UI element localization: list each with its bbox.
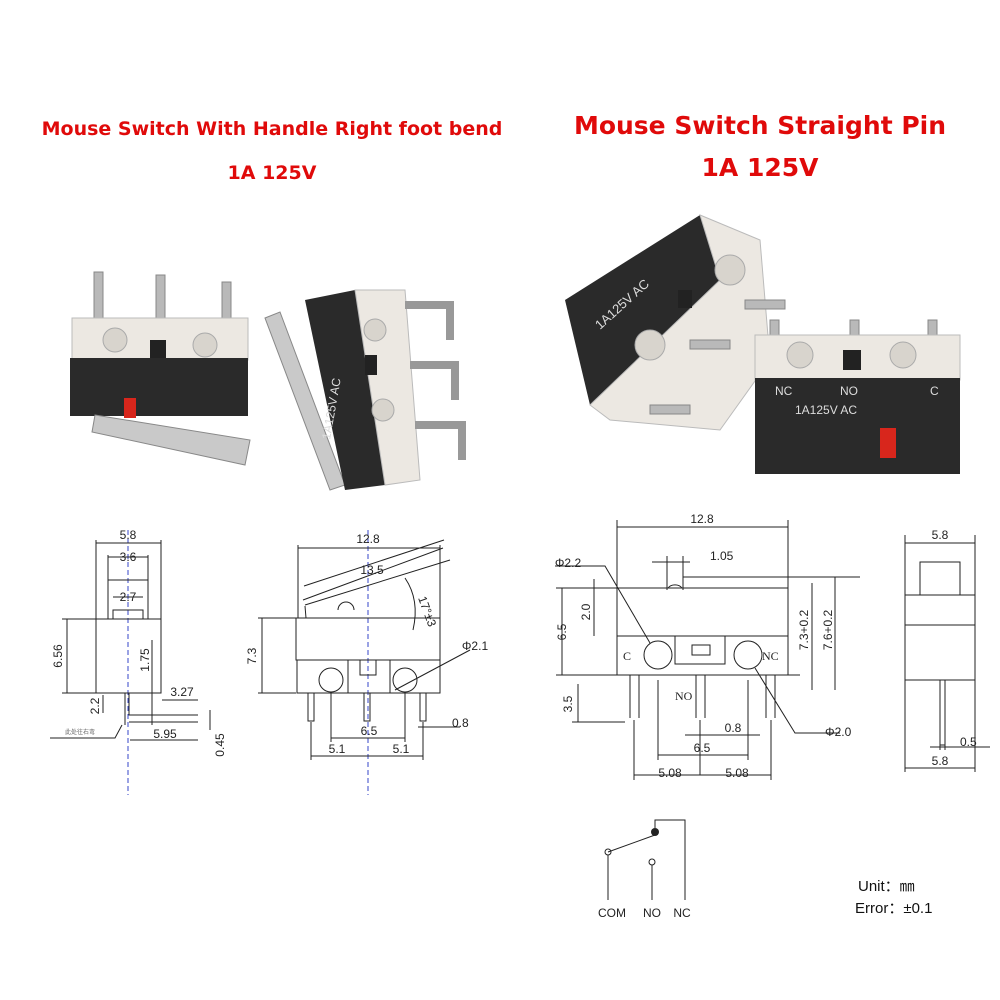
dim-actuator-width: 2.7 xyxy=(120,590,137,604)
dim-width: 5.8 xyxy=(120,528,137,542)
label-c: C xyxy=(623,649,631,663)
dim-pin-width: 0.8 xyxy=(452,716,469,730)
photo-lever-switch-angled: 1A125V AC xyxy=(264,289,466,491)
schematic-no: NO xyxy=(643,906,661,920)
dim-pin-height: 2.2 xyxy=(88,697,102,714)
dim-hole-pitch: 6.5 xyxy=(361,724,378,738)
dim-offset: 1.75 xyxy=(138,648,152,672)
dim-bottom-width: 5.8 xyxy=(932,754,949,768)
dim-pin-length: 3.5 xyxy=(561,695,575,712)
dim-hole-pitch: 6.5 xyxy=(694,741,711,755)
drawing-note: 此处往右弯 xyxy=(65,728,95,736)
dim-button-width: 3.6 xyxy=(120,550,137,564)
drawing-handle-front: 12.8 13.5 17°±3 7.3 Φ2.1 6.5 5.1 5.1 0.8 xyxy=(245,530,488,795)
photo-lever-switch-front xyxy=(70,271,251,466)
dim-hole: Φ2.1 xyxy=(462,639,489,653)
dim-height-a: 7.3+0.2 xyxy=(797,609,811,650)
dim-pin-pitch-left: 5.1 xyxy=(329,742,346,756)
dim-pin-width: 0.8 xyxy=(725,721,742,735)
dim-hole-c: Φ2.2 xyxy=(555,556,582,570)
photo-label-no: NO xyxy=(840,384,858,398)
dim-lever-offset: 3.27 xyxy=(170,685,194,699)
left-title: Mouse Switch With Handle Right foot bend xyxy=(42,118,503,140)
dim-lever-length: 5.95 xyxy=(153,727,177,741)
dim-angle: 17°±3 xyxy=(415,594,439,629)
dim-lever-thickness: 0.45 xyxy=(213,733,227,757)
left-subtitle: 1A 125V xyxy=(228,162,317,184)
label-no: NO xyxy=(675,689,693,703)
photo-straight-switch-angled: 1A125V AC xyxy=(565,214,786,431)
dim-height-b: 7.6+0.2 xyxy=(821,609,835,650)
dim-pin-width: 0.5 xyxy=(960,735,977,749)
label-nc: NC xyxy=(762,649,779,663)
switch-schematic: COM NO NC xyxy=(598,819,691,920)
photo-rating-text-3: 1A125V AC xyxy=(795,403,857,417)
drawing-straight-front: 12.8 Φ2.2 1.05 6.5 2.0 7.3+0.2 7.6+0.2 3… xyxy=(555,512,860,780)
dim-button-width: 1.05 xyxy=(710,549,734,563)
dim-body-height: 6.56 xyxy=(51,644,65,668)
unit-note: Unit：㎜ xyxy=(858,878,915,895)
dim-pin-pitch-right: 5.08 xyxy=(725,766,749,780)
dim-hole-nc: Φ2.0 xyxy=(825,725,852,739)
photo-label-nc: NC xyxy=(775,384,793,398)
error-note: Error：±0.1 xyxy=(855,900,932,917)
drawing-straight-side: 5.8 0.5 5.8 xyxy=(904,528,990,772)
dim-lever-length: 13.5 xyxy=(360,563,384,577)
photo-straight-switch-front: NC NO C 1A125V AC xyxy=(754,319,961,474)
dim-hole-offset: 2.0 xyxy=(579,603,593,620)
dim-height: 7.3 xyxy=(245,647,259,664)
dim-body-height: 6.5 xyxy=(555,623,569,640)
drawing-handle-side: 5.8 3.6 2.7 6.56 1.75 3.27 2.2 5.95 0.45… xyxy=(50,528,227,795)
right-title: Mouse Switch Straight Pin xyxy=(574,111,946,140)
schematic-com: COM xyxy=(598,906,626,920)
photo-label-c: C xyxy=(930,384,939,398)
dim-pin-pitch-right: 5.1 xyxy=(393,742,410,756)
dim-length: 12.8 xyxy=(690,512,714,526)
right-subtitle: 1A 125V xyxy=(702,153,820,182)
dim-pin-pitch-left: 5.08 xyxy=(658,766,682,780)
schematic-nc: NC xyxy=(673,906,691,920)
dim-width: 5.8 xyxy=(932,528,949,542)
dim-length: 12.8 xyxy=(356,532,380,546)
